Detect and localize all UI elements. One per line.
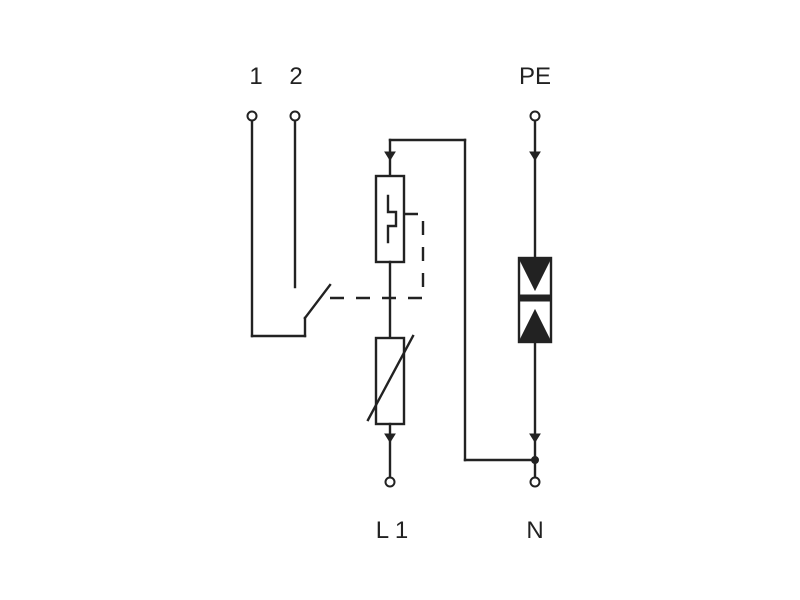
pe-n-spark-gap-branch — [517, 110, 553, 488]
mechanical-linkage-dashed — [330, 212, 425, 300]
thermal-disconnector-symbol — [386, 194, 398, 244]
connector-arrow-top-icon — [384, 151, 396, 161]
label-terminal-n: N — [526, 517, 543, 544]
connector-arrow-n-icon — [529, 433, 541, 443]
spark-gap-center-bar — [518, 294, 552, 302]
connector-arrow-bottom-icon — [384, 433, 396, 443]
spark-gap-upper-electrode-icon — [518, 257, 552, 292]
terminal-1-connector — [246, 110, 258, 122]
terminal-2-connector — [289, 110, 301, 122]
terminal-l1-connector — [384, 476, 396, 488]
terminal-n-connector — [529, 476, 541, 488]
switch-contact-blade — [303, 283, 332, 320]
label-terminal-1: 1 — [249, 63, 262, 90]
signal-contact-circuit — [246, 110, 332, 338]
terminal-pe-connector — [529, 110, 541, 122]
l1-protection-branch — [366, 138, 537, 488]
label-terminal-2: 2 — [289, 63, 302, 90]
label-terminal-pe: PE — [519, 63, 551, 90]
varistor-diagonal-symbol — [366, 334, 415, 422]
thermal-disconnector-box — [374, 174, 406, 264]
junction-dot — [531, 456, 539, 464]
label-terminal-l1: L 1 — [376, 517, 408, 544]
connector-arrow-pe-icon — [529, 151, 541, 161]
